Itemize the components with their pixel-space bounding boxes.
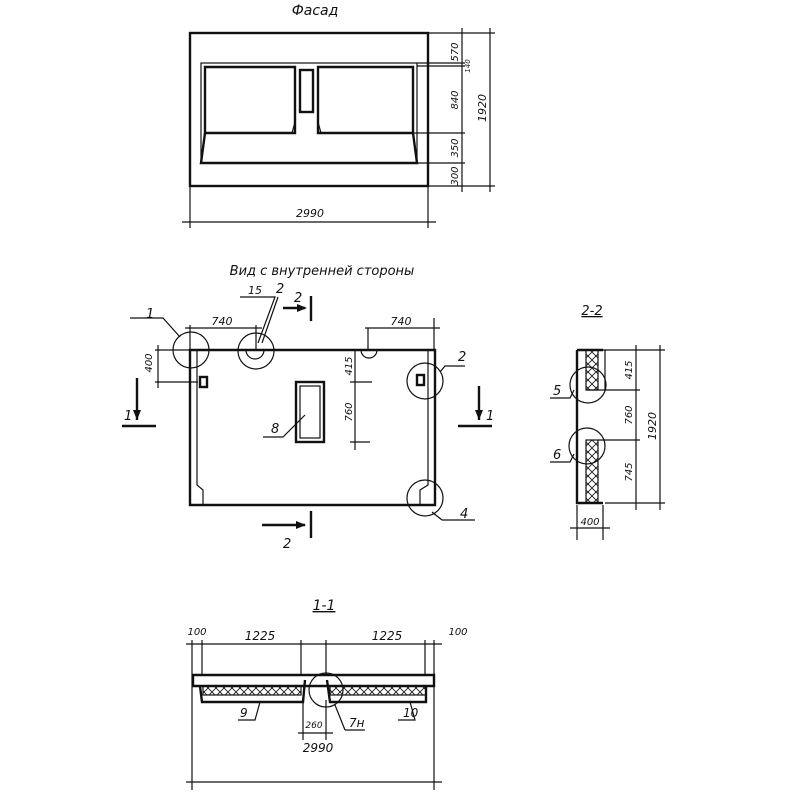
facade-slot-edges <box>291 67 322 134</box>
dim-2-2-thickness: 400 <box>580 517 599 528</box>
callout-8: 8 <box>271 422 279 437</box>
inner-view-dimension-lines <box>155 318 440 450</box>
dim-1-1-left-edge: 100 <box>187 627 206 638</box>
dim-2-2-total: 1920 <box>646 412 659 440</box>
section-1-1: 1-1 100 1225 1225 100 260 2990 9 7н 10 <box>186 598 468 790</box>
inner-window-8-inner-frame <box>299 385 321 439</box>
dim-1-1-left-span: 1225 <box>245 629 276 643</box>
section-arrow-icon <box>133 304 483 529</box>
insulation-upper <box>585 349 599 391</box>
dim-1-1-right-edge: 100 <box>448 627 467 638</box>
section-cut-lines <box>122 296 492 538</box>
insulation-right <box>329 685 427 696</box>
left-embedded-part <box>198 375 209 389</box>
facade-center-slot <box>298 68 315 114</box>
facade-width-dimension-line <box>182 186 436 228</box>
dim-facade-width: 2990 <box>296 207 324 220</box>
section-2-2-dimension-lines <box>550 345 665 540</box>
section-2-2: 2-2 415 760 745 1920 400 5 6 <box>550 304 665 540</box>
facade-outline <box>188 31 430 188</box>
callout-leader-lines <box>130 296 475 521</box>
callout-1: 1 <box>146 307 154 322</box>
dim-right-offset: 740 <box>391 315 412 328</box>
callout-2-right: 2 <box>458 350 466 365</box>
dim-2-2-top: 415 <box>624 360 635 379</box>
facade-title: Фасад <box>292 3 339 19</box>
dim-2-2-mid: 760 <box>624 405 635 424</box>
dim-facade-bottom: 300 <box>450 166 461 185</box>
dim-1-1-total: 2990 <box>303 741 334 755</box>
inner-panel-outline <box>188 348 437 507</box>
section-mark-2-top: 2 <box>294 291 302 306</box>
callout-9: 9 <box>240 706 248 720</box>
dim-left-offset: 740 <box>212 315 233 328</box>
inner-panel-side-ribs <box>196 350 429 505</box>
facade-sill <box>199 132 419 165</box>
section-1-1-title: 1-1 <box>313 598 336 614</box>
facade-window-panes <box>203 65 415 135</box>
lifting-loop-recesses <box>245 349 378 360</box>
right-embedded-part <box>415 373 426 387</box>
section-mark-1-left: 1 <box>124 409 132 424</box>
dim-facade-height: 1920 <box>476 94 489 122</box>
facade-dimension-lines <box>413 28 495 192</box>
dim-facade-small: 140 <box>464 59 472 73</box>
dim-1-1-gap: 260 <box>305 721 322 731</box>
callout-5: 5 <box>553 384 561 399</box>
dim-1-1-right-span: 1225 <box>372 629 403 643</box>
callout-10: 10 <box>403 706 419 720</box>
insulation-left <box>202 685 302 696</box>
callout-circle-4 <box>406 479 444 517</box>
callout-2-top: 2 <box>276 282 284 297</box>
insulation-lower <box>585 439 599 504</box>
section-1-1-top-slab <box>191 673 436 688</box>
dim-facade-sill: 350 <box>450 138 461 157</box>
dim-window-top: 415 <box>344 356 355 375</box>
section-1-1-dimension-lines <box>186 640 442 790</box>
dim-small: 15 <box>248 284 262 297</box>
section-mark-1-right: 1 <box>486 409 494 424</box>
callout-circle-6 <box>568 427 606 465</box>
callout-circle-5 <box>569 366 607 404</box>
dim-facade-window: 840 <box>450 90 461 109</box>
inner-view-title: Вид с внутренней стороны <box>230 264 415 279</box>
dim-facade-top: 570 <box>450 42 461 61</box>
dim-window-height: 760 <box>344 402 355 421</box>
inner-window-8 <box>294 380 326 444</box>
section-mark-2-bottom: 2 <box>283 537 291 552</box>
section-1-1-outer-layer <box>198 679 428 704</box>
inner-side-view: Вид с внутренней стороны 740 740 15 400 … <box>122 264 494 552</box>
facade-view: Фасад 570 140 840 350 300 1920 2990 <box>182 3 495 228</box>
dim-left-height: 400 <box>144 353 155 372</box>
section-2-2-title: 2-2 <box>581 304 602 319</box>
callout-6: 6 <box>553 448 561 463</box>
dim-2-2-bottom: 745 <box>624 462 635 481</box>
callout-7n: 7н <box>349 716 365 730</box>
callout-4: 4 <box>460 507 468 522</box>
callout-circle-2-right <box>406 362 444 400</box>
